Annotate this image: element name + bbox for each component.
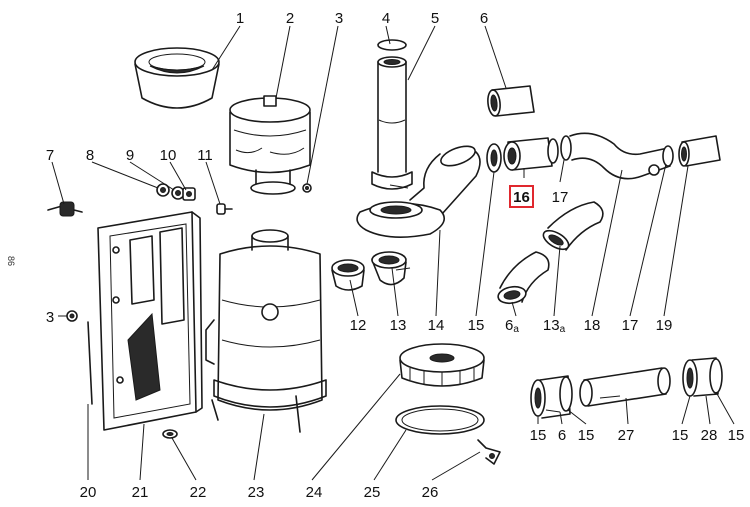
callout-16-highlighted[interactable]: 16 — [513, 189, 530, 206]
callout-13: 13 — [390, 317, 407, 334]
callout-19: 19 — [656, 317, 673, 334]
callout-14: 14 — [428, 317, 445, 334]
callout-6-b: 6 — [558, 427, 566, 444]
callout-5: 5 — [431, 10, 439, 27]
leader-lines — [51, 25, 735, 481]
part-6a-curved-hose[interactable] — [497, 251, 550, 305]
callout-6a-main: 6a — [505, 317, 519, 335]
part-3-nut-left[interactable] — [66, 310, 78, 322]
part-15-28-15-clamp-sleeve[interactable] — [682, 357, 723, 397]
callout-3: 3 — [335, 10, 343, 27]
callout-15-b1: 15 — [530, 427, 547, 444]
callout-15: 15 — [468, 317, 485, 334]
part-11-bolt[interactable] — [216, 203, 233, 215]
part-6-sleeve[interactable] — [487, 85, 535, 117]
part-14-intake-elbow[interactable] — [356, 142, 481, 238]
part-24-filter-element[interactable] — [399, 343, 485, 387]
part-23-cleaner-body[interactable] — [205, 229, 327, 433]
part-27-tube[interactable] — [579, 367, 671, 407]
callout-6: 6 — [480, 10, 488, 27]
callout-25: 25 — [364, 484, 381, 501]
part-13-adapter-clamp[interactable] — [371, 251, 411, 286]
part-7-stud-bolt[interactable] — [47, 201, 83, 217]
callout-labels: 1 2 3 4 5 6 7 8 9 10 11 3 16 17 12 13 14… — [46, 10, 745, 501]
callout-10: 10 — [160, 147, 177, 164]
part-3-nut-top[interactable] — [302, 183, 312, 193]
part-26-clip[interactable] — [477, 439, 501, 465]
callout-20: 20 — [80, 484, 97, 501]
part-15-clamp-top[interactable] — [486, 143, 502, 173]
callout-8: 8 — [86, 147, 94, 164]
part-10-nut[interactable] — [182, 187, 196, 201]
callout-15-b4: 15 — [728, 427, 745, 444]
callout-23: 23 — [248, 484, 265, 501]
part-16-hose-connector[interactable] — [503, 137, 559, 171]
callout-26: 26 — [422, 484, 439, 501]
callout-12: 12 — [350, 317, 367, 334]
callout-3-left: 3 — [46, 309, 54, 326]
callout-17-top: 17 — [552, 189, 569, 206]
callout-27: 27 — [618, 427, 635, 444]
callout-15-b3: 15 — [672, 427, 689, 444]
callout-24: 24 — [306, 484, 323, 501]
part-13a-curved-hose[interactable] — [540, 201, 604, 253]
callout-21: 21 — [132, 484, 149, 501]
callout-17-bottom: 17 — [622, 317, 639, 334]
highlight-box-16 — [509, 185, 534, 208]
part-17-clamp-bottom[interactable] — [662, 145, 674, 167]
callout-1: 1 — [236, 10, 244, 27]
callout-11: 11 — [197, 147, 213, 164]
callout-13a-main: 13a — [543, 317, 566, 335]
page-number: 86 — [6, 256, 16, 266]
callout-15-b2: 15 — [578, 427, 595, 444]
part-5-vertical-pipe[interactable] — [371, 39, 413, 190]
part-12-adapter-ring[interactable] — [331, 259, 365, 291]
part-1-bowl[interactable] — [134, 47, 220, 109]
part-15-6-15-clamp-sleeve[interactable] — [530, 375, 573, 419]
callout-7: 7 — [46, 147, 54, 164]
callout-9: 9 — [126, 147, 134, 164]
callout-18: 18 — [584, 317, 601, 334]
part-18-bent-pipe[interactable] — [569, 132, 671, 180]
callout-2: 2 — [286, 10, 294, 27]
callout-22: 22 — [190, 484, 207, 501]
callout-28: 28 — [701, 427, 718, 444]
part-22-grommet[interactable] — [162, 429, 178, 439]
part-19-end-tube[interactable] — [678, 135, 721, 167]
callout-4: 4 — [382, 10, 390, 27]
part-25-gasket[interactable] — [395, 405, 485, 435]
part-2-cleaner-top[interactable] — [229, 95, 311, 195]
part-17-clamp-top[interactable] — [560, 135, 572, 161]
part-8-washer[interactable] — [156, 183, 170, 197]
part-21-mounting-bracket[interactable] — [87, 211, 203, 431]
